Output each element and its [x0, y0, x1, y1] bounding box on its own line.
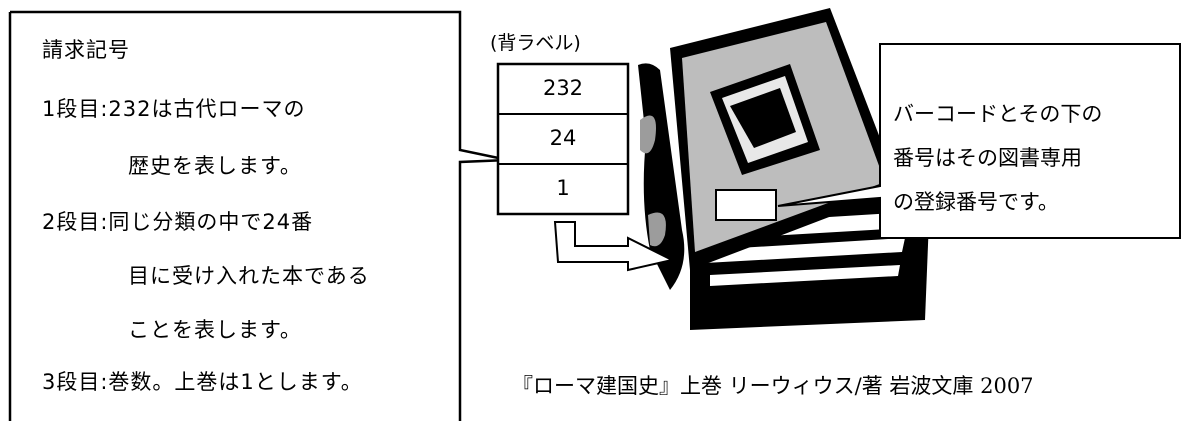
- right-callout-box: [777, 43, 1181, 239]
- barcode-rect: [715, 189, 777, 221]
- spine-label-row3: 1: [556, 176, 570, 200]
- barcode-description-line1: バーコードとその下の: [893, 102, 1103, 126]
- row2-description-cont: 目に受け入れた本である: [128, 264, 370, 288]
- barcode-description-line3: の登録番号です。: [893, 190, 1059, 214]
- spine-label-row2: 24: [549, 126, 577, 150]
- row2-description: 2段目:同じ分類の中で24番: [42, 210, 314, 234]
- left-callout-box: [8, 10, 509, 421]
- book-citation: 『ローマ建国史』上巻 リーウィウス/著 岩波文庫 2007: [512, 374, 1034, 398]
- arrow: [553, 221, 675, 272]
- row2-description-cont2: ことを表します。: [128, 318, 302, 342]
- call-number-heading: 請求記号: [42, 38, 130, 62]
- book-illustration: [638, 8, 930, 330]
- row3-description: 3段目:巻数。上巻は1とします。: [42, 370, 363, 394]
- spine-label-box: [496, 62, 630, 216]
- spine-label-row1: 232: [542, 76, 584, 100]
- barcode-description-line2: 番号はその図書専用: [893, 146, 1082, 170]
- spine-label-caption: (背ラベル): [490, 32, 581, 54]
- row1-description: 1段目:232は古代ローマの: [42, 97, 306, 121]
- row1-description-cont: 歴史を表します。: [128, 154, 302, 178]
